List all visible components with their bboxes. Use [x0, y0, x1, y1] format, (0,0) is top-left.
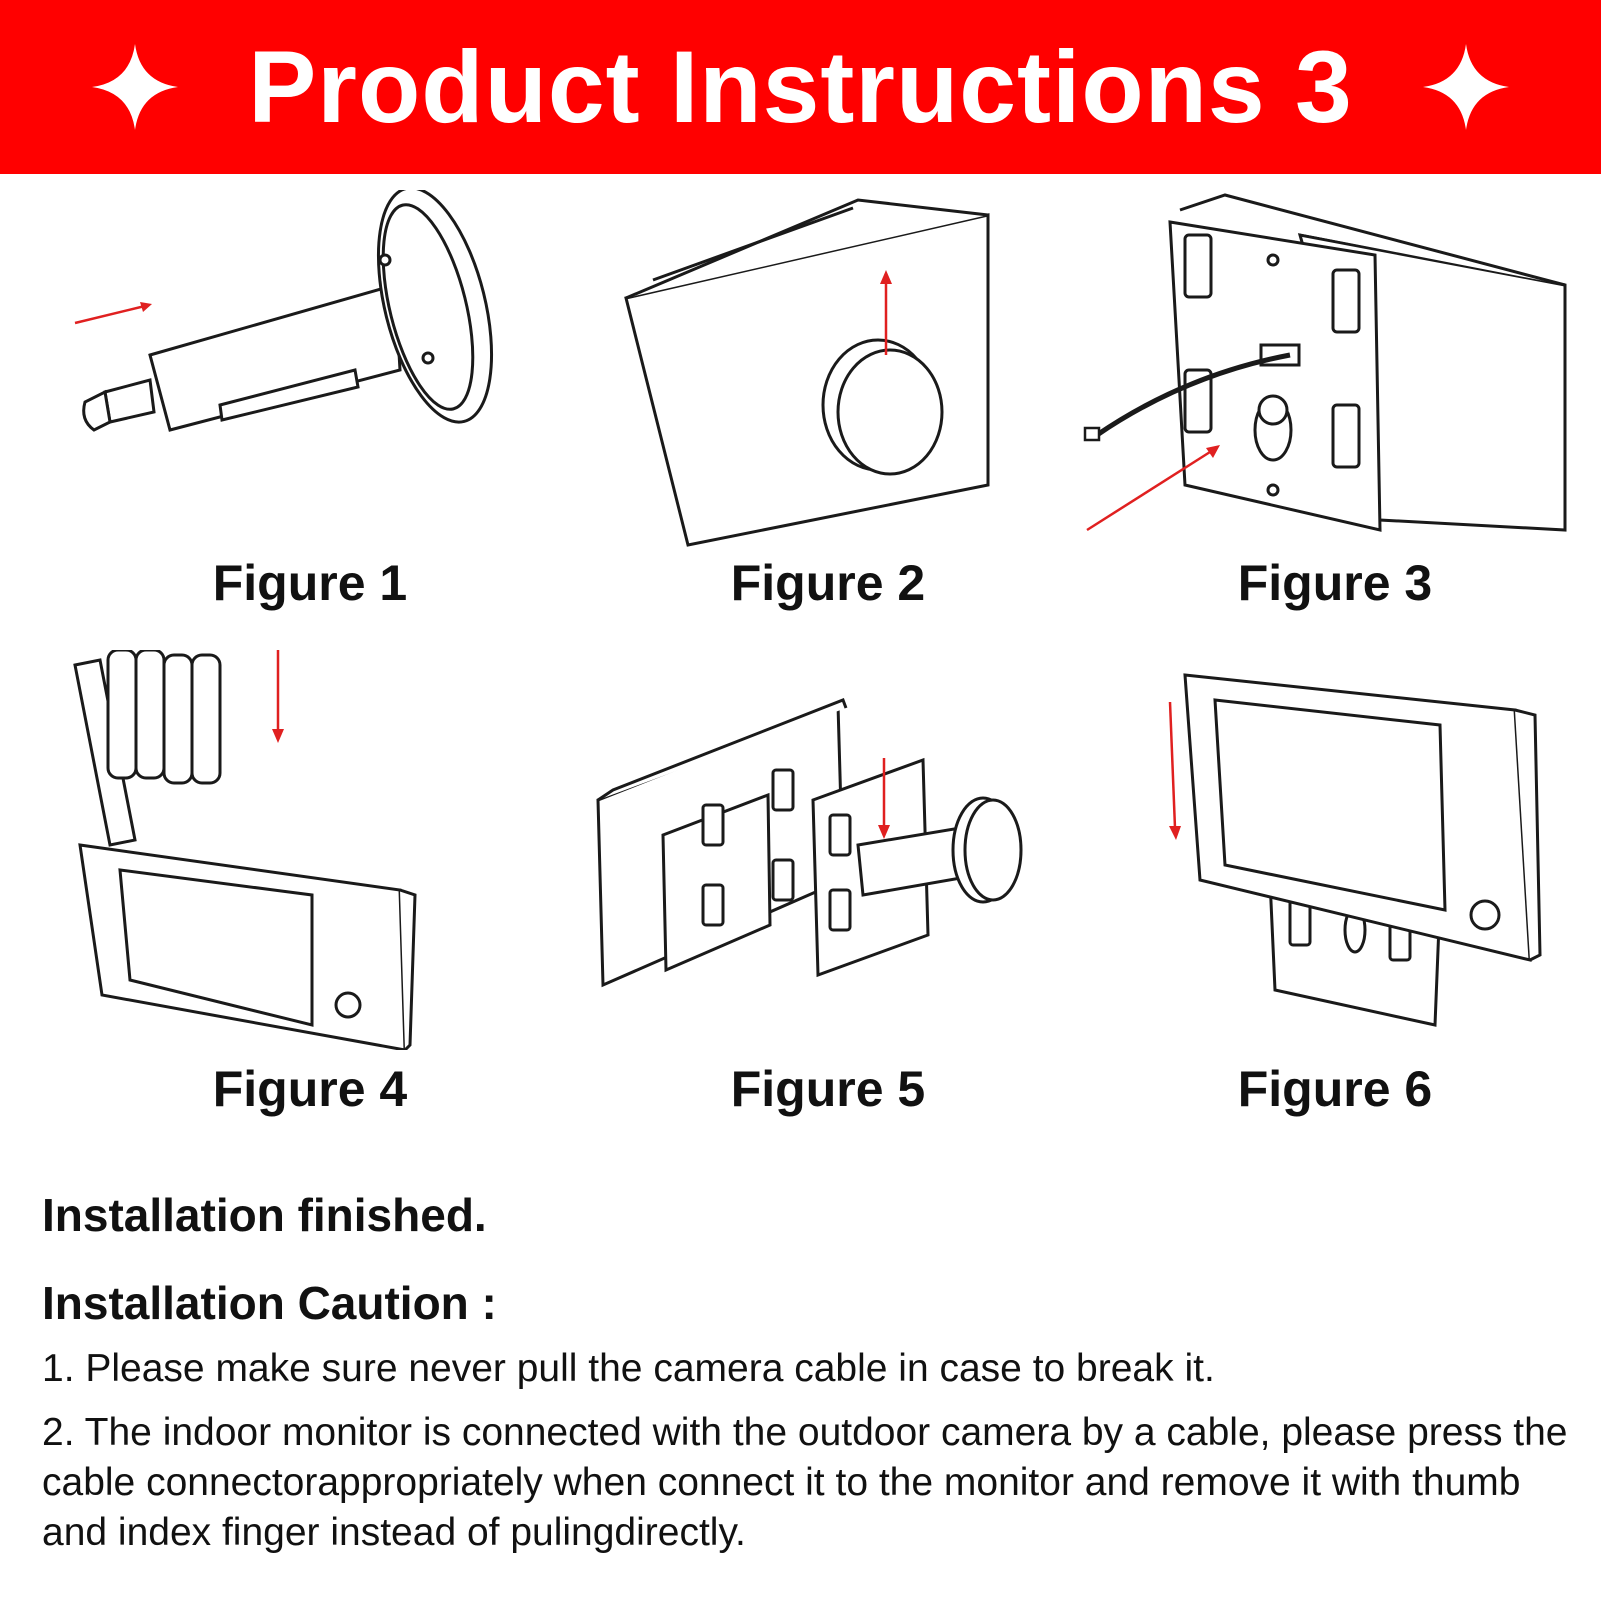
figure-caption: Figure 4	[212, 1061, 408, 1117]
arrow-head	[272, 729, 284, 743]
arrow-line	[1168, 701, 1177, 829]
arrow-head	[878, 825, 890, 839]
caution-list: 1. Please make sure never pull the camer…	[42, 1344, 1572, 1572]
arrow-head	[1169, 826, 1181, 840]
installation-caution-heading: Installation Caution :	[42, 1277, 497, 1329]
figure-6-monitor-illustration	[1168, 673, 1542, 1027]
figure-5-assembly-illustration	[596, 698, 1023, 988]
figure-caption: Figure 5	[730, 1061, 926, 1117]
figure-caption: Figure 1	[212, 555, 408, 611]
page-title: Product Instructions 3	[248, 30, 1353, 144]
title-banner: Product Instructions 3	[0, 0, 1601, 174]
figure-caption: Figure 3	[1237, 555, 1433, 611]
arrow-line	[1086, 450, 1211, 532]
figure-4-battery-illustration	[73, 650, 417, 1050]
caution-item: 2. The indoor monitor is connected with …	[42, 1411, 1568, 1554]
caution-item: 1. Please make sure never pull the camer…	[42, 1347, 1215, 1390]
arrow-head	[1206, 445, 1220, 458]
arrow-head	[880, 270, 892, 284]
figure-1-camera-illustration	[74, 190, 494, 432]
sparkle-star-icon	[1422, 44, 1509, 130]
figure-caption: Figure 6	[1237, 1061, 1433, 1117]
installation-finished-heading: Installation finished.	[42, 1189, 487, 1241]
figure-2-door-mount-illustration	[624, 198, 990, 547]
arrow-line	[74, 304, 146, 325]
arrow-head	[140, 302, 152, 312]
figure-3-backplate-illustration	[1083, 193, 1567, 532]
sparkle-star-icon	[92, 44, 179, 130]
figure-caption: Figure 2	[730, 555, 926, 611]
